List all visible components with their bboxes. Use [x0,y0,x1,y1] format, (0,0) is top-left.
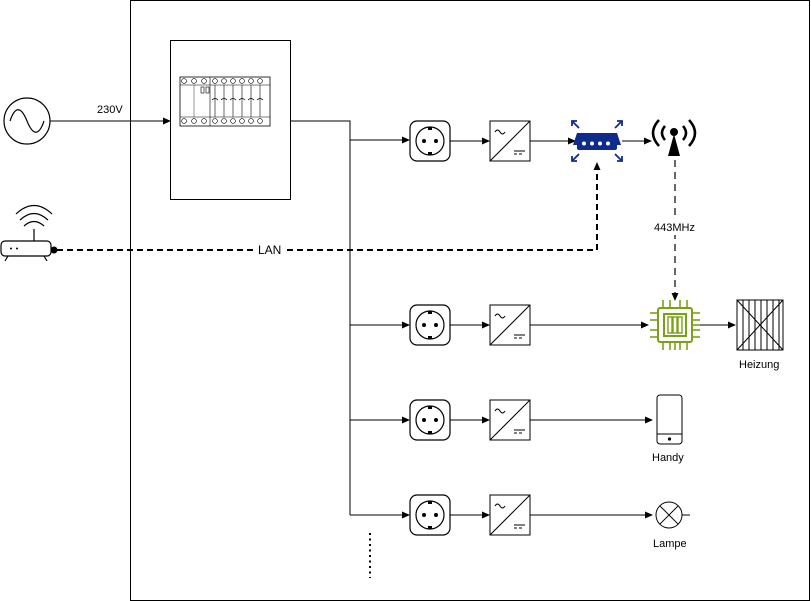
power-bus [290,120,351,515]
ac-dc-converter-icon [489,304,531,346]
power-socket-icon [409,120,451,162]
microcontroller-chip-icon [650,300,700,350]
lamp-label: Lampe [653,538,687,550]
lan-connection-line [57,162,601,251]
ac-source-icon [3,97,51,145]
wifi-router-icon [0,204,53,262]
heater-icon [736,299,784,351]
smartphone-icon [656,394,683,445]
lamp-icon [655,501,690,529]
lan-label-bg [255,243,285,257]
lan-label: LAN [258,243,281,257]
phone-label: Handy [652,452,684,464]
radio-antenna-icon [651,119,697,156]
ac-dc-converter-icon [489,494,531,536]
network-hub-icon [571,120,623,162]
power-socket-icon [409,304,451,346]
ac-dc-converter-icon [489,120,531,162]
power-socket-icon [409,399,451,441]
frequency-label-bg [651,220,699,235]
ac-dc-converter-icon [489,399,531,441]
frequency-label: 443MHz [654,222,695,234]
lan-port-dot [50,246,58,254]
heater-label: Heizung [739,359,779,371]
voltage-label: 230V [97,104,123,116]
circuit-breaker-panel-icon [170,40,291,200]
power-socket-icon [409,494,451,536]
